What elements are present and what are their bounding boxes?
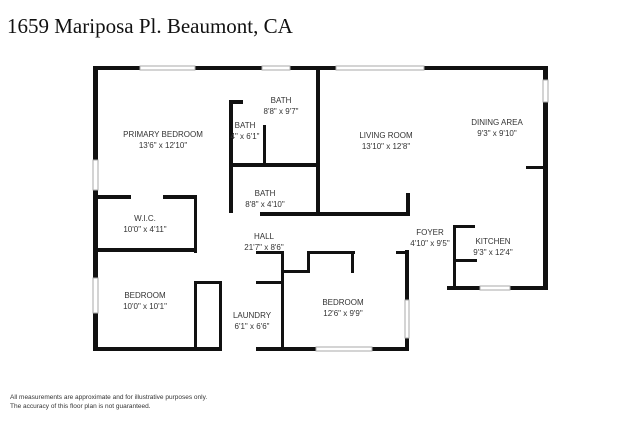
disclaimer-line-2: The accuracy of this floor plan is not g… — [10, 403, 151, 410]
wall — [93, 195, 131, 199]
window — [315, 346, 373, 352]
wall — [194, 281, 222, 284]
wall — [307, 251, 310, 273]
wall — [453, 225, 475, 228]
wall — [281, 251, 284, 351]
windows — [92, 65, 549, 352]
room-wic: W.I.C.10'0" x 4'11" — [123, 214, 167, 234]
wall — [526, 166, 546, 169]
disclaimer: All measurements are approximate and for… — [10, 393, 207, 411]
window — [139, 65, 196, 71]
wall — [256, 281, 284, 284]
wall — [260, 212, 410, 216]
wall — [263, 125, 266, 165]
window — [542, 79, 549, 103]
window — [404, 299, 410, 339]
window — [335, 65, 425, 71]
disclaimer-line-1: All measurements are approximate and for… — [10, 394, 208, 401]
wall — [453, 225, 456, 289]
wall — [281, 270, 309, 273]
window — [479, 285, 511, 291]
wall — [219, 281, 222, 351]
wall — [163, 195, 197, 199]
wall — [543, 66, 548, 290]
wall — [194, 195, 197, 253]
wall — [229, 100, 243, 104]
wall — [93, 347, 222, 351]
wall — [351, 251, 354, 273]
wall — [93, 248, 197, 252]
wall — [316, 66, 320, 216]
wall — [93, 66, 548, 70]
wall — [256, 251, 284, 254]
wall — [307, 251, 355, 254]
window — [92, 159, 99, 191]
wall — [93, 66, 98, 351]
wall — [229, 100, 233, 213]
wall — [396, 251, 409, 254]
wall — [229, 163, 319, 167]
plan-title: 1659 Mariposa Pl. Beaumont, CA — [7, 14, 293, 38]
window — [92, 277, 99, 314]
wall — [406, 193, 410, 216]
wall — [194, 281, 197, 351]
wall — [453, 259, 477, 262]
window — [261, 65, 291, 71]
